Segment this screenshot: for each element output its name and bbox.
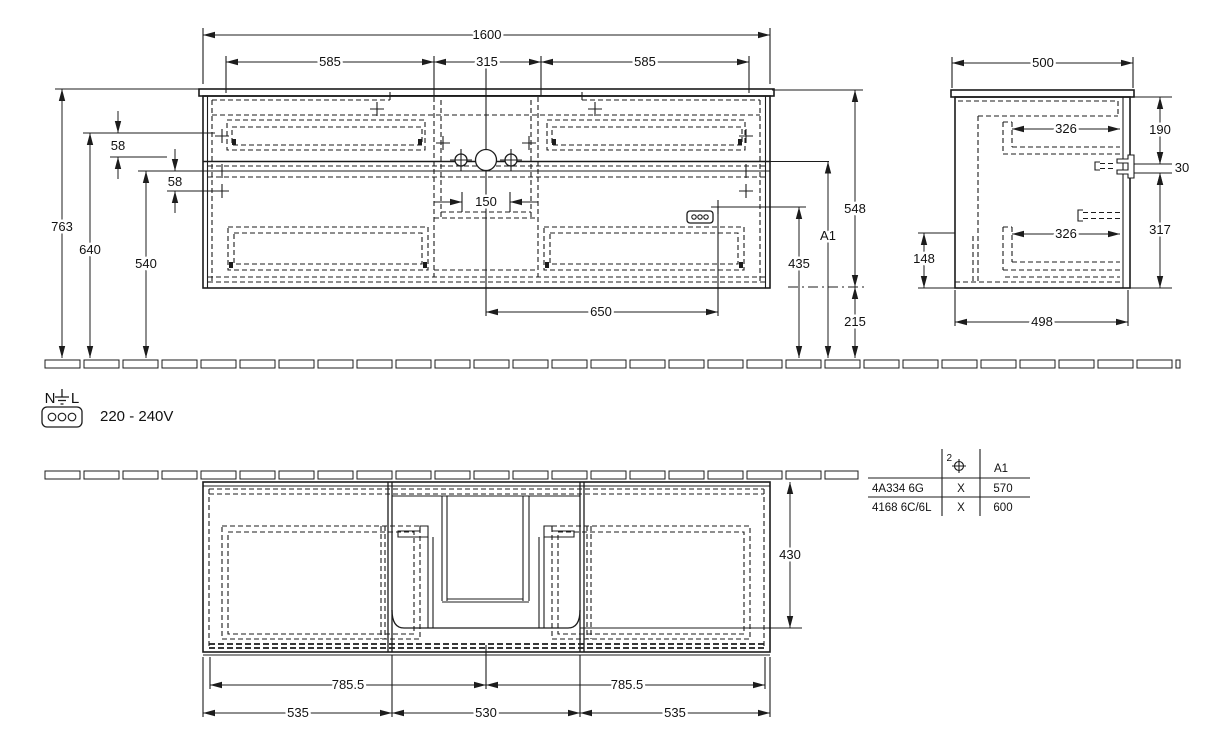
- front-hidden-lines: [208, 97, 766, 283]
- drawer-rail-line: [391, 609, 581, 629]
- dim-half-left: 785.5: [332, 677, 365, 692]
- dim-seg-right: 535: [664, 705, 686, 720]
- side-cabinet-outline: [918, 89, 1172, 289]
- drain-hole-icon: [474, 148, 498, 172]
- side-view: 500 326 326 190 30 317 148 498: [911, 53, 1192, 332]
- power-socket-symbol-front: [686, 210, 714, 224]
- front-cabinet-outline: [198, 88, 829, 289]
- wall-hatch-line: [44, 470, 859, 480]
- side-dimensions: 500 326 326 190 30 317 148 498: [911, 53, 1192, 332]
- dim-bracket: 30: [1175, 160, 1189, 175]
- dim-total-width: 1600: [473, 27, 502, 42]
- dim-bottom-section: 317: [1149, 222, 1171, 237]
- crosshair-circle-icon: [952, 459, 966, 473]
- basin-variant-table: 2 A1 4A334 6G X 570 4168 6C/6L X 600: [868, 449, 1030, 517]
- dim-cabinet-height: 548: [844, 201, 866, 216]
- dim-basin-height-label: A1: [820, 228, 836, 243]
- electrical-connection: N L 220 - 240V: [41, 388, 176, 428]
- dim-basin-center: 315: [476, 54, 498, 69]
- dim-floor-clearance: 215: [844, 314, 866, 329]
- plan-dimensions: 430 785.5 785.5 535 530 535: [202, 482, 803, 723]
- dim-faucet-spacing: 150: [475, 194, 497, 209]
- earth-ground-icon: [55, 389, 69, 405]
- dim-base-depth: 498: [1031, 314, 1053, 329]
- front-view: 1600 585 315 585 763 640 540 58 58 150 6…: [49, 25, 868, 358]
- table-row-mark: X: [957, 483, 965, 495]
- dim-drawer-width: 650: [590, 304, 612, 319]
- voltage-label: 220 - 240V: [100, 408, 173, 425]
- live-label: L: [71, 390, 79, 407]
- table-row-model: 4168 6C/6L: [872, 502, 932, 514]
- table-row-mark: X: [957, 502, 965, 514]
- dim-offset-top: 58: [111, 138, 125, 153]
- wall-bracket-icon: [1116, 154, 1135, 179]
- drawer-bracket-icon: [397, 525, 575, 538]
- dim-offset-mid: 58: [168, 174, 182, 189]
- table-header-a1: A1: [994, 463, 1008, 475]
- plan-hidden-lines: [208, 488, 765, 649]
- plan-view: 430 785.5 785.5 535 530 535: [202, 481, 803, 723]
- table-row-value: 570: [993, 483, 1012, 495]
- dim-socket-height: 435: [788, 256, 810, 271]
- dim-top-section: 190: [1149, 122, 1171, 137]
- side-hidden-lines: [955, 100, 1123, 284]
- table-row-model: 4A334 6G: [872, 483, 924, 495]
- dim-basin-left: 585: [319, 54, 341, 69]
- dim-basin-right: 585: [634, 54, 656, 69]
- dim-depth: 500: [1032, 55, 1054, 70]
- front-dimensions: 1600 585 315 585 763 640 540 58 58 150 6…: [49, 25, 868, 358]
- floor-hatch-line: [44, 359, 1181, 369]
- dim-height-total: 763: [51, 219, 73, 234]
- table-row-value: 600: [993, 502, 1012, 514]
- faucet-hole-count: 2: [946, 453, 952, 464]
- dim-seg-left: 535: [287, 705, 309, 720]
- dim-rail-bottom: 326: [1055, 226, 1077, 241]
- power-socket-3pin-icon: [41, 406, 83, 428]
- dim-inner-depth: 430: [779, 547, 801, 562]
- dim-rail-top: 326: [1055, 121, 1077, 136]
- neutral-label: N: [45, 390, 56, 407]
- dim-back-panel: 148: [913, 251, 935, 266]
- faucet-drain-holes: [450, 64, 522, 316]
- mounting-cross-marks: [215, 102, 753, 214]
- plan-outline: [202, 481, 802, 656]
- dim-seg-center: 530: [475, 705, 497, 720]
- dim-half-right: 785.5: [611, 677, 644, 692]
- dim-height-mid: 640: [79, 242, 101, 257]
- dim-height-low: 540: [135, 256, 157, 271]
